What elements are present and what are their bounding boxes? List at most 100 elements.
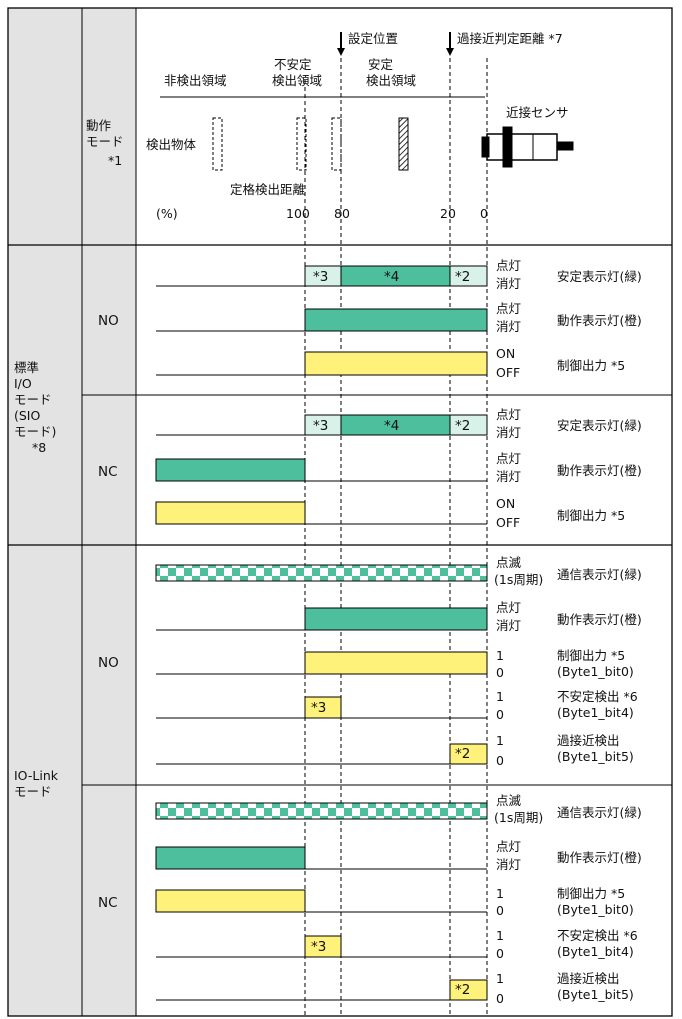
svg-text:動作表示灯(橙): 動作表示灯(橙) [557, 313, 642, 328]
svg-text:1: 1 [496, 886, 504, 901]
svg-text:(%): (%) [156, 206, 178, 221]
svg-text:OFF: OFF [496, 365, 520, 380]
object-outline-icon [296, 117, 307, 171]
io-nc-comm-lamp: 点滅 (1s周期) 通信表示灯(緑) [155, 793, 642, 825]
svg-text:モード: モード [14, 784, 52, 799]
object-hatched-icon [398, 117, 409, 171]
svg-text:不安定検出 *6: 不安定検出 *6 [557, 689, 638, 704]
svg-text:非検出領域: 非検出領域 [164, 73, 227, 88]
svg-text:検出領域: 検出領域 [366, 73, 416, 88]
svg-text:*1: *1 [108, 153, 122, 168]
svg-text:モード): モード) [14, 424, 56, 439]
svg-text:不安定検出 *6: 不安定検出 *6 [557, 928, 638, 943]
svg-text:動作表示灯(橙): 動作表示灯(橙) [557, 850, 642, 865]
io-no-over-det: *2 1 0 過接近検出 (Byte1_bit5) [156, 733, 634, 768]
io-no-comm-lamp: 点滅 (1s周期) 通信表示灯(緑) [155, 555, 642, 587]
object-label: 検出物体 [146, 137, 197, 152]
svg-text:(1s周期): (1s周期) [494, 572, 543, 587]
svg-text:動作表示灯(橙): 動作表示灯(橙) [557, 463, 642, 478]
std-no-stable-lamp: *3 *4 *2 点灯 消灯 安定表示灯(緑) [156, 258, 642, 291]
svg-text:検出領域: 検出領域 [272, 73, 322, 88]
object-outline-icon [212, 117, 223, 171]
svg-text:(Byte1_bit5): (Byte1_bit5) [557, 749, 634, 764]
guide-lines [304, 58, 488, 1016]
io-nc-op-lamp: 点灯 消灯 動作表示灯(橙) [155, 839, 642, 872]
svg-text:制御出力 *5: 制御出力 *5 [557, 508, 625, 523]
over-proximity-label: 過接近判定距離 *7 [457, 31, 563, 46]
iolink-mode-label: IO-Link モード [14, 768, 59, 799]
svg-text:*3: *3 [313, 418, 328, 434]
svg-text:1: 1 [496, 648, 504, 663]
svg-text:点灯: 点灯 [496, 839, 521, 854]
sensor-label: 近接センサ [506, 105, 569, 120]
svg-text:0: 0 [496, 946, 504, 961]
std-nc-op-lamp: 点灯 消灯 動作表示灯(橙) [155, 451, 642, 484]
svg-text:制御出力 *5: 制御出力 *5 [557, 886, 625, 901]
svg-text:制御出力 *5: 制御出力 *5 [557, 648, 625, 663]
svg-text:*3: *3 [311, 939, 326, 955]
io-no-unstable-det: *3 1 0 不安定検出 *6 (Byte1_bit4) [156, 689, 638, 722]
svg-text:動作: 動作 [86, 118, 112, 133]
svg-text:消灯: 消灯 [496, 469, 521, 484]
std-nc-label: NC [98, 464, 118, 480]
op-mode-header: 動作 モード *1 [86, 118, 124, 168]
svg-text:1: 1 [496, 689, 504, 704]
svg-text:100: 100 [286, 206, 310, 221]
svg-text:ON: ON [496, 346, 515, 361]
svg-text:安定表示灯(緑): 安定表示灯(緑) [557, 418, 642, 433]
std-no-op-lamp: 点灯 消灯 動作表示灯(橙) [156, 301, 642, 334]
svg-text:0: 0 [496, 707, 504, 722]
svg-text:動作表示灯(橙): 動作表示灯(橙) [557, 612, 642, 627]
io-nc-ctrl-out: 1 0 制御出力 *5 (Byte1_bit0) [155, 886, 634, 918]
svg-text:*8: *8 [32, 440, 46, 455]
svg-text:モード: モード [86, 134, 124, 149]
svg-text:過接近検出: 過接近検出 [557, 971, 620, 986]
table-grid [7, 7, 673, 1017]
proximity-sensor-icon [481, 126, 574, 168]
svg-text:点灯: 点灯 [496, 258, 521, 273]
io-nc-over-det: *2 1 0 過接近検出 (Byte1_bit5) [156, 971, 634, 1006]
svg-text:(SIO: (SIO [14, 408, 40, 423]
io-nc-label: NC [98, 895, 118, 911]
svg-text:(1s周期): (1s周期) [494, 810, 543, 825]
svg-text:消灯: 消灯 [496, 425, 521, 440]
svg-text:点滅: 点滅 [496, 793, 522, 808]
svg-text:*3: *3 [313, 269, 328, 285]
svg-text:*4: *4 [384, 418, 399, 434]
svg-text:通信表示灯(緑): 通信表示灯(緑) [557, 567, 642, 582]
svg-text:(Byte1_bit0): (Byte1_bit0) [557, 902, 634, 917]
svg-text:1: 1 [496, 971, 504, 986]
svg-text:*2: *2 [455, 746, 470, 762]
svg-text:通信表示灯(緑): 通信表示灯(緑) [557, 805, 642, 820]
std-mode-label: 標準 I/O モード (SIO モード) *8 [14, 360, 56, 455]
std-nc-ctrl-out: ON OFF 制御出力 *5 [155, 496, 625, 530]
svg-text:不安定: 不安定 [274, 57, 312, 72]
header-figure: 設定位置 過接近判定距離 *7 不安定 検出領域 安定 検出領域 非検出領域 検… [146, 31, 574, 221]
left-col-bg [8, 8, 136, 1016]
svg-text:ON: ON [496, 496, 515, 511]
rated-distance-label: 定格検出距離 [230, 182, 306, 197]
svg-text:(Byte1_bit5): (Byte1_bit5) [557, 987, 634, 1002]
io-no-op-lamp: 点灯 消灯 動作表示灯(橙) [156, 600, 642, 633]
svg-text:制御出力 *5: 制御出力 *5 [557, 358, 625, 373]
svg-text:OFF: OFF [496, 515, 520, 530]
svg-text:(Byte1_bit4): (Byte1_bit4) [557, 705, 634, 720]
std-no-label: NO [98, 313, 119, 329]
sub-row-labels: NO NC NO NC [98, 313, 119, 911]
svg-text:0: 0 [480, 206, 488, 221]
svg-text:0: 0 [496, 991, 504, 1006]
down-arrow-icon [337, 32, 454, 56]
svg-text:0: 0 [496, 753, 504, 768]
io-nc-unstable-det: *3 1 0 不安定検出 *6 (Byte1_bit4) [156, 928, 638, 961]
svg-text:点灯: 点灯 [496, 301, 521, 316]
svg-text:0: 0 [496, 665, 504, 680]
svg-text:IO-Link: IO-Link [14, 768, 59, 783]
svg-text:I/O: I/O [14, 376, 32, 391]
svg-text:80: 80 [334, 206, 350, 221]
svg-text:20: 20 [440, 206, 456, 221]
svg-text:*2: *2 [455, 982, 470, 998]
svg-text:モード: モード [14, 392, 52, 407]
std-nc-stable-lamp: *3 *4 *2 点灯 消灯 安定表示灯(緑) [156, 407, 642, 440]
svg-text:標準: 標準 [14, 360, 39, 375]
